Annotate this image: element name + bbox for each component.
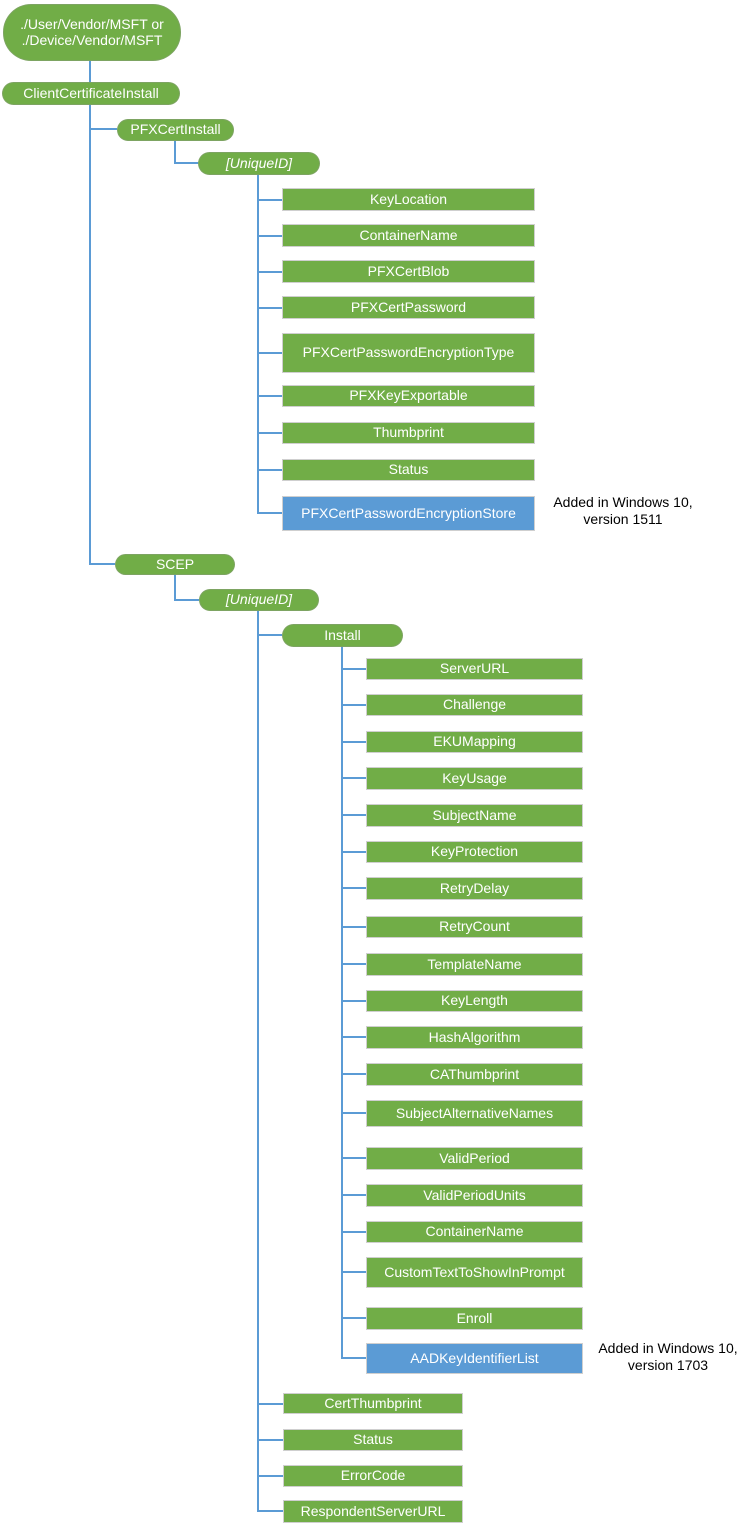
node-validperiod: ValidPeriod	[366, 1147, 583, 1170]
node-keylocation: KeyLocation	[282, 188, 535, 211]
connector-stub	[342, 851, 366, 853]
node-respondentserverurl: RespondentServerURL	[283, 1500, 463, 1523]
connector-stub	[342, 1073, 366, 1075]
node-status-scep: Status	[283, 1429, 463, 1451]
node-certthumbprint: CertThumbprint	[283, 1393, 463, 1414]
connector-stub	[342, 777, 366, 779]
connector-stub	[342, 668, 366, 670]
connector-to-pfx-uniqueid	[175, 162, 199, 164]
root-path-line1: ./User/Vendor/MSFT or	[20, 15, 164, 32]
connector-root-to-cci	[89, 61, 91, 82]
connector-stub	[258, 352, 282, 354]
connector-stub	[258, 1510, 283, 1512]
node-ekumapping: EKUMapping	[366, 731, 583, 753]
annotation-1511-line2: version 1511	[583, 511, 663, 527]
connector-stub	[342, 814, 366, 816]
connector-stub	[258, 432, 282, 434]
connector-to-pfxcertinstall	[90, 128, 117, 130]
connector-stub	[342, 741, 366, 743]
node-pfxcertpasswordencryptiontype: PFXCertPasswordEncryptionType	[282, 333, 535, 373]
connector-scep-down	[174, 575, 176, 601]
node-scep: SCEP	[115, 554, 235, 575]
node-containername-scep: ContainerName	[366, 1221, 583, 1243]
node-subjectname: SubjectName	[366, 804, 583, 827]
node-containername-pfx: ContainerName	[282, 224, 535, 247]
node-keylength: KeyLength	[366, 990, 583, 1012]
connector-stub	[258, 307, 282, 309]
connector-stub	[258, 199, 282, 201]
connector-to-install	[258, 634, 282, 636]
node-thumbprint: Thumbprint	[282, 422, 535, 444]
node-errorcode: ErrorCode	[283, 1465, 463, 1487]
connector-stub	[258, 469, 282, 471]
node-pfxkeyexportable: PFXKeyExportable	[282, 385, 535, 407]
connector-stub	[258, 235, 282, 237]
annotation-1703-line1: Added in Windows 10,	[598, 1340, 738, 1356]
annotation-1703-line2: version 1703	[627, 1357, 709, 1373]
node-root-path: ./User/Vendor/MSFT or ./Device/Vendor/MS…	[3, 4, 181, 61]
connector-main-trunk	[89, 105, 91, 565]
connector-to-scep-uniqueid	[175, 599, 199, 601]
connector-stub	[342, 926, 366, 928]
node-pfxcertpasswordencryptionstore: PFXCertPasswordEncryptionStore	[282, 496, 535, 531]
annotation-1511: Added in Windows 10, version 1511	[538, 494, 708, 528]
connector-stub	[342, 1157, 366, 1159]
node-challenge: Challenge	[366, 694, 583, 716]
node-clientcertificateinstall: ClientCertificateInstall	[2, 82, 180, 105]
root-path-line2: ./Device/Vendor/MSFT	[21, 31, 163, 48]
node-retrycount: RetryCount	[366, 916, 583, 938]
node-keyusage: KeyUsage	[366, 767, 583, 790]
connector-stub	[258, 271, 282, 273]
connector-pfx-trunk	[257, 175, 259, 514]
node-status-pfx: Status	[282, 459, 535, 481]
node-enroll: Enroll	[366, 1307, 583, 1330]
connector-stub	[342, 1112, 366, 1114]
connector-stub	[258, 1475, 283, 1477]
connector-stub	[258, 1439, 283, 1441]
node-hashalgorithm: HashAlgorithm	[366, 1026, 583, 1049]
connector-stub	[342, 1271, 366, 1273]
connector-stub	[342, 1036, 366, 1038]
annotation-1511-line1: Added in Windows 10,	[553, 494, 693, 510]
node-scep-uniqueid: [UniqueID]	[199, 589, 319, 611]
node-pfxcertpassword: PFXCertPassword	[282, 296, 535, 319]
node-cathumbprint: CAThumbprint	[366, 1063, 583, 1086]
connector-scep-trunk	[257, 611, 259, 1512]
connector-install-trunk	[341, 647, 343, 1359]
connector-stub	[258, 1403, 283, 1405]
connector-stub	[342, 1357, 366, 1359]
node-keyprotection: KeyProtection	[366, 841, 583, 863]
connector-to-scep	[90, 563, 115, 565]
node-validperiodunits: ValidPeriodUnits	[366, 1184, 583, 1207]
node-customtexttoshowinprompt: CustomTextToShowInPrompt	[366, 1257, 583, 1288]
connector-stub	[342, 1000, 366, 1002]
node-serverurl: ServerURL	[366, 658, 583, 680]
connector-stub	[342, 1194, 366, 1196]
node-pfxcertblob: PFXCertBlob	[282, 260, 535, 283]
node-pfx-uniqueid: [UniqueID]	[198, 152, 320, 175]
node-aadkeyidentifierlist: AADKeyIdentifierList	[366, 1343, 583, 1374]
node-subjectalternativenames: SubjectAlternativeNames	[366, 1100, 583, 1127]
node-pfxcertinstall: PFXCertInstall	[117, 119, 234, 141]
node-templatename: TemplateName	[366, 953, 583, 976]
connector-pfx-down	[174, 140, 176, 164]
connector-stub	[258, 395, 282, 397]
annotation-1703: Added in Windows 10, version 1703	[584, 1340, 751, 1374]
connector-stub	[342, 1317, 366, 1319]
connector-stub	[342, 963, 366, 965]
node-install: Install	[282, 624, 403, 647]
connector-stub	[342, 1231, 366, 1233]
connector-stub	[342, 704, 366, 706]
node-retrydelay: RetryDelay	[366, 877, 583, 900]
root-path-text: ./User/Vendor/MSFT or ./Device/Vendor/MS…	[20, 15, 164, 48]
connector-stub	[342, 887, 366, 889]
connector-stub	[258, 512, 282, 514]
